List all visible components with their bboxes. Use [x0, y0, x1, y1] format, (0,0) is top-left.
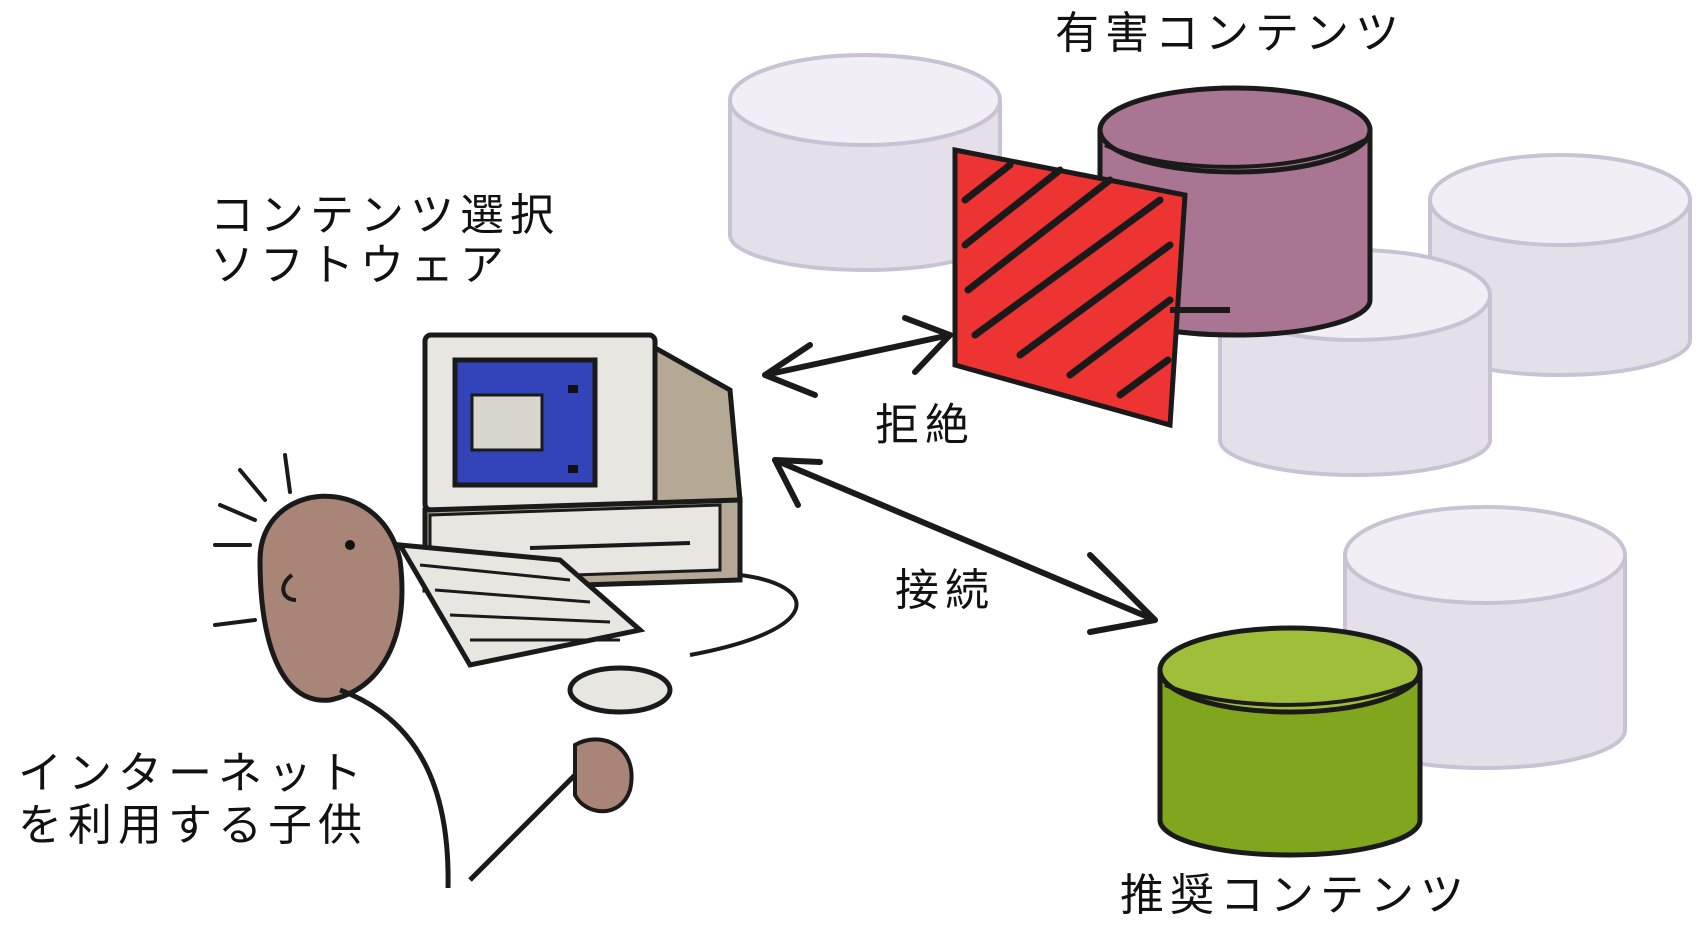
database-inactive-middle: [1218, 248, 1492, 477]
software-label-line1: コンテンツ選択: [210, 190, 560, 241]
database-inactive-right-top: [1428, 153, 1692, 377]
child-label-line2: を利用する子供: [18, 800, 368, 851]
reject-arrow: [762, 315, 953, 398]
connect-arrow: [772, 457, 1158, 635]
database-inactive-top-left: [728, 53, 1002, 272]
software-label-line2: ソフトウェア: [210, 240, 510, 291]
connect-label: 接続: [895, 565, 995, 616]
database-recommended: [1157, 625, 1423, 858]
child-figure-icon: [213, 453, 634, 889]
blocking-panel: [952, 146, 1230, 429]
reject-label: 拒絶: [875, 400, 975, 451]
harmful-content-label: 有害コンテンツ: [1055, 8, 1405, 59]
mouse-icon: [567, 665, 673, 715]
child-label-line1: インターネット: [18, 748, 368, 799]
desktop-computer-icon: [395, 332, 799, 715]
recommended-content-label: 推奨コンテンツ: [1120, 870, 1470, 921]
